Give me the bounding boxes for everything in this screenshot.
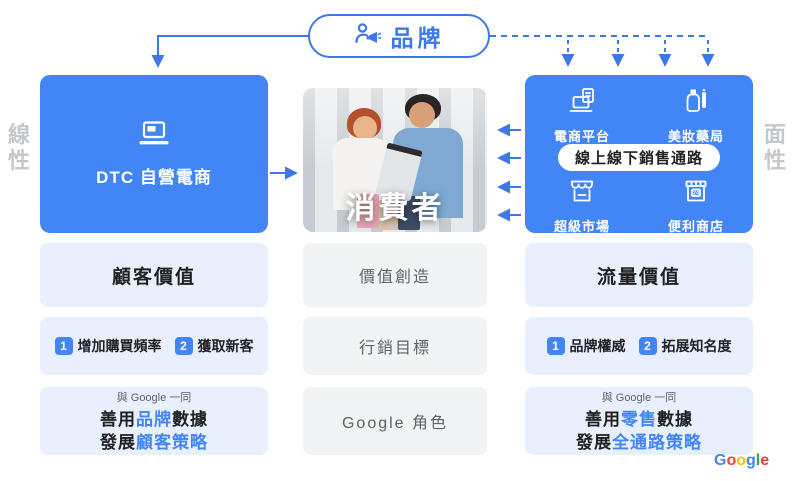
dtc-goals-box: 1 增加購買頻率 2 獲取新客 xyxy=(40,317,268,375)
consumer-photo: 消費者 xyxy=(303,88,487,232)
shopping-bag xyxy=(357,194,379,228)
shopping-bag xyxy=(379,200,399,230)
google-omnichannel-strategy-box: 與 Google 一同 善用零售數據 發展全通路策略 xyxy=(525,387,753,455)
photo-shape xyxy=(353,116,377,140)
supermarket-icon xyxy=(567,176,597,211)
google-customer-strategy-box: 與 Google 一同 善用品牌數據 發展顧客策略 xyxy=(40,387,268,455)
beauty-pharmacy-icon xyxy=(681,86,711,121)
person-megaphone-icon xyxy=(354,21,382,52)
google-role-box: Google 角色 xyxy=(303,387,487,455)
store-24-sign: 24 xyxy=(693,191,699,197)
strategy-line-1: 善用品牌數據 xyxy=(100,409,208,429)
goal-item: 1 品牌權威 xyxy=(546,336,626,356)
online-offline-channels-pill: 線上線下銷售通路 xyxy=(558,144,720,171)
channel-convenience-store: 24 便利商店 xyxy=(639,176,753,235)
goal-item: 2 獲取新客 xyxy=(174,336,254,356)
traffic-value-label: 流量價值 xyxy=(596,266,681,288)
channel-label: 電商平台 xyxy=(553,129,610,144)
convenience-store-icon: 24 xyxy=(681,176,711,211)
marketing-goal-box: 行銷目標 xyxy=(303,317,487,375)
channel-beauty-pharmacy: 美妝藥局 xyxy=(639,86,753,145)
dtc-box: DTC 自營電商 xyxy=(40,75,268,233)
channel-label: 美妝藥局 xyxy=(667,129,724,144)
strategy-line-1: 善用零售數據 xyxy=(585,409,693,429)
value-creation-label: 價值創造 xyxy=(358,269,431,286)
goal-label: 品牌權威 xyxy=(569,338,626,354)
number-badge: 2 xyxy=(638,337,657,355)
goal-label: 增加購買頻率 xyxy=(77,338,162,354)
channels-box: 電商平台 美妝藥局 線上線下銷售通路 xyxy=(525,75,753,235)
goal-label: 拓展知名度 xyxy=(661,338,732,354)
consumer-label: 消費者 xyxy=(345,192,445,225)
shopping-bag xyxy=(398,196,420,230)
channel-label: 便利商店 xyxy=(667,219,724,234)
channel-ecommerce: 電商平台 xyxy=(525,86,639,145)
channel-supermarket: 超級市場 xyxy=(525,176,639,235)
channel-goals-box: 1 品牌權威 2 拓展知名度 xyxy=(525,317,753,375)
goal-item: 2 拓展知名度 xyxy=(638,336,732,356)
side-label-planar: 面性 xyxy=(763,122,786,174)
google-logo: Google xyxy=(714,452,770,469)
marketing-goal-label: 行銷目標 xyxy=(358,340,431,357)
with-google-header: 與 Google 一同 xyxy=(116,391,192,404)
laptop-icon xyxy=(135,120,173,153)
value-creation-box: 價值創造 xyxy=(303,243,487,307)
strategy-line-2: 發展全通路策略 xyxy=(576,432,702,452)
number-badge: 1 xyxy=(54,337,73,355)
with-google-header: 與 Google 一同 xyxy=(601,391,677,404)
number-badge: 2 xyxy=(174,337,193,355)
traffic-value-box: 流量價值 xyxy=(525,243,753,307)
brand-to-dtc-arrow xyxy=(151,35,308,68)
photo-shape xyxy=(409,102,435,128)
number-badge: 1 xyxy=(546,337,565,355)
goal-label: 獲取新客 xyxy=(197,338,254,354)
side-label-linear: 線性 xyxy=(7,122,30,174)
customer-value-box: 顧客價值 xyxy=(40,243,268,307)
channel-label: 超級市場 xyxy=(553,219,610,234)
google-role-label: Google 角色 xyxy=(341,415,449,432)
brand-node: 品牌 xyxy=(308,14,490,58)
goal-item: 1 增加購買頻率 xyxy=(54,336,162,356)
customer-value-label: 顧客價值 xyxy=(111,266,196,288)
ecommerce-platform-icon xyxy=(567,86,597,121)
strategy-line-2: 發展顧客策略 xyxy=(100,432,208,452)
dtc-label: DTC 自營電商 xyxy=(96,168,212,187)
brand-label: 品牌 xyxy=(390,25,445,51)
